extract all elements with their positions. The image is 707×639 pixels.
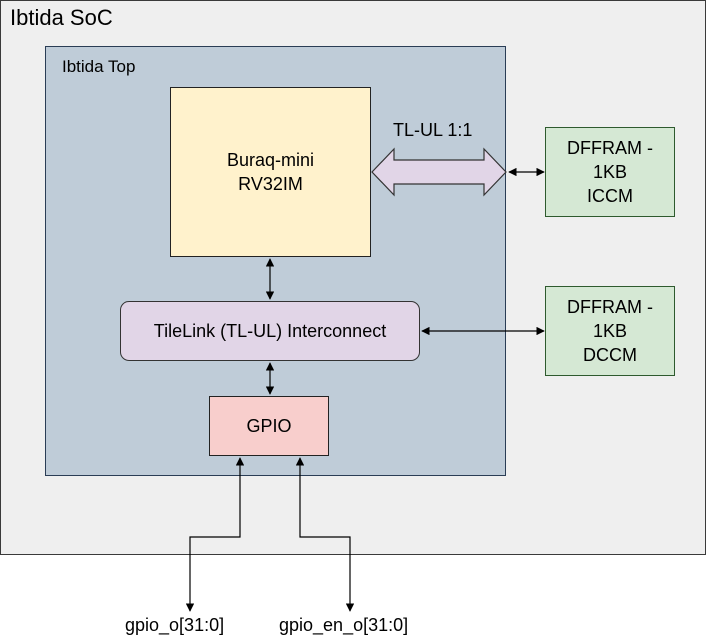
dccm-line1: DFFRAM -	[567, 297, 653, 317]
dccm-line2: 1KB	[592, 321, 627, 341]
dccm-memory-block: DFFRAM - 1KB DCCM	[545, 286, 675, 376]
bus-label: TL-UL 1:1	[393, 120, 473, 140]
pin-gpio-o-label: gpio_o[31:0]	[125, 615, 225, 635]
iccm-memory-block: DFFRAM - 1KB ICCM	[545, 127, 675, 217]
pin-gpio-en-o-label: gpio_en_o[31:0]	[279, 615, 409, 635]
bus-double-arrow	[371, 147, 507, 197]
top-module-title: Ibtida Top	[62, 57, 136, 76]
gpio-label: GPIO	[246, 416, 292, 436]
iccm-line1: DFFRAM -	[567, 138, 653, 158]
iccm-line2: 1KB	[592, 162, 627, 182]
core-block: Buraq-mini RV32IM	[170, 87, 371, 257]
interconnect-label: TileLink (TL-UL) Interconnect	[153, 321, 387, 341]
wire-gpio-o	[185, 457, 245, 612]
gpio-block: GPIO	[209, 396, 329, 456]
core-name: Buraq-mini	[226, 150, 315, 170]
soc-title: Ibtida SoC	[10, 5, 113, 30]
interconnect-block: TileLink (TL-UL) Interconnect	[120, 301, 420, 361]
iccm-line3: ICCM	[586, 186, 633, 206]
core-isa: RV32IM	[238, 174, 303, 194]
wire-gpio-en-o	[295, 457, 355, 612]
dccm-line3: DCCM	[582, 345, 637, 365]
